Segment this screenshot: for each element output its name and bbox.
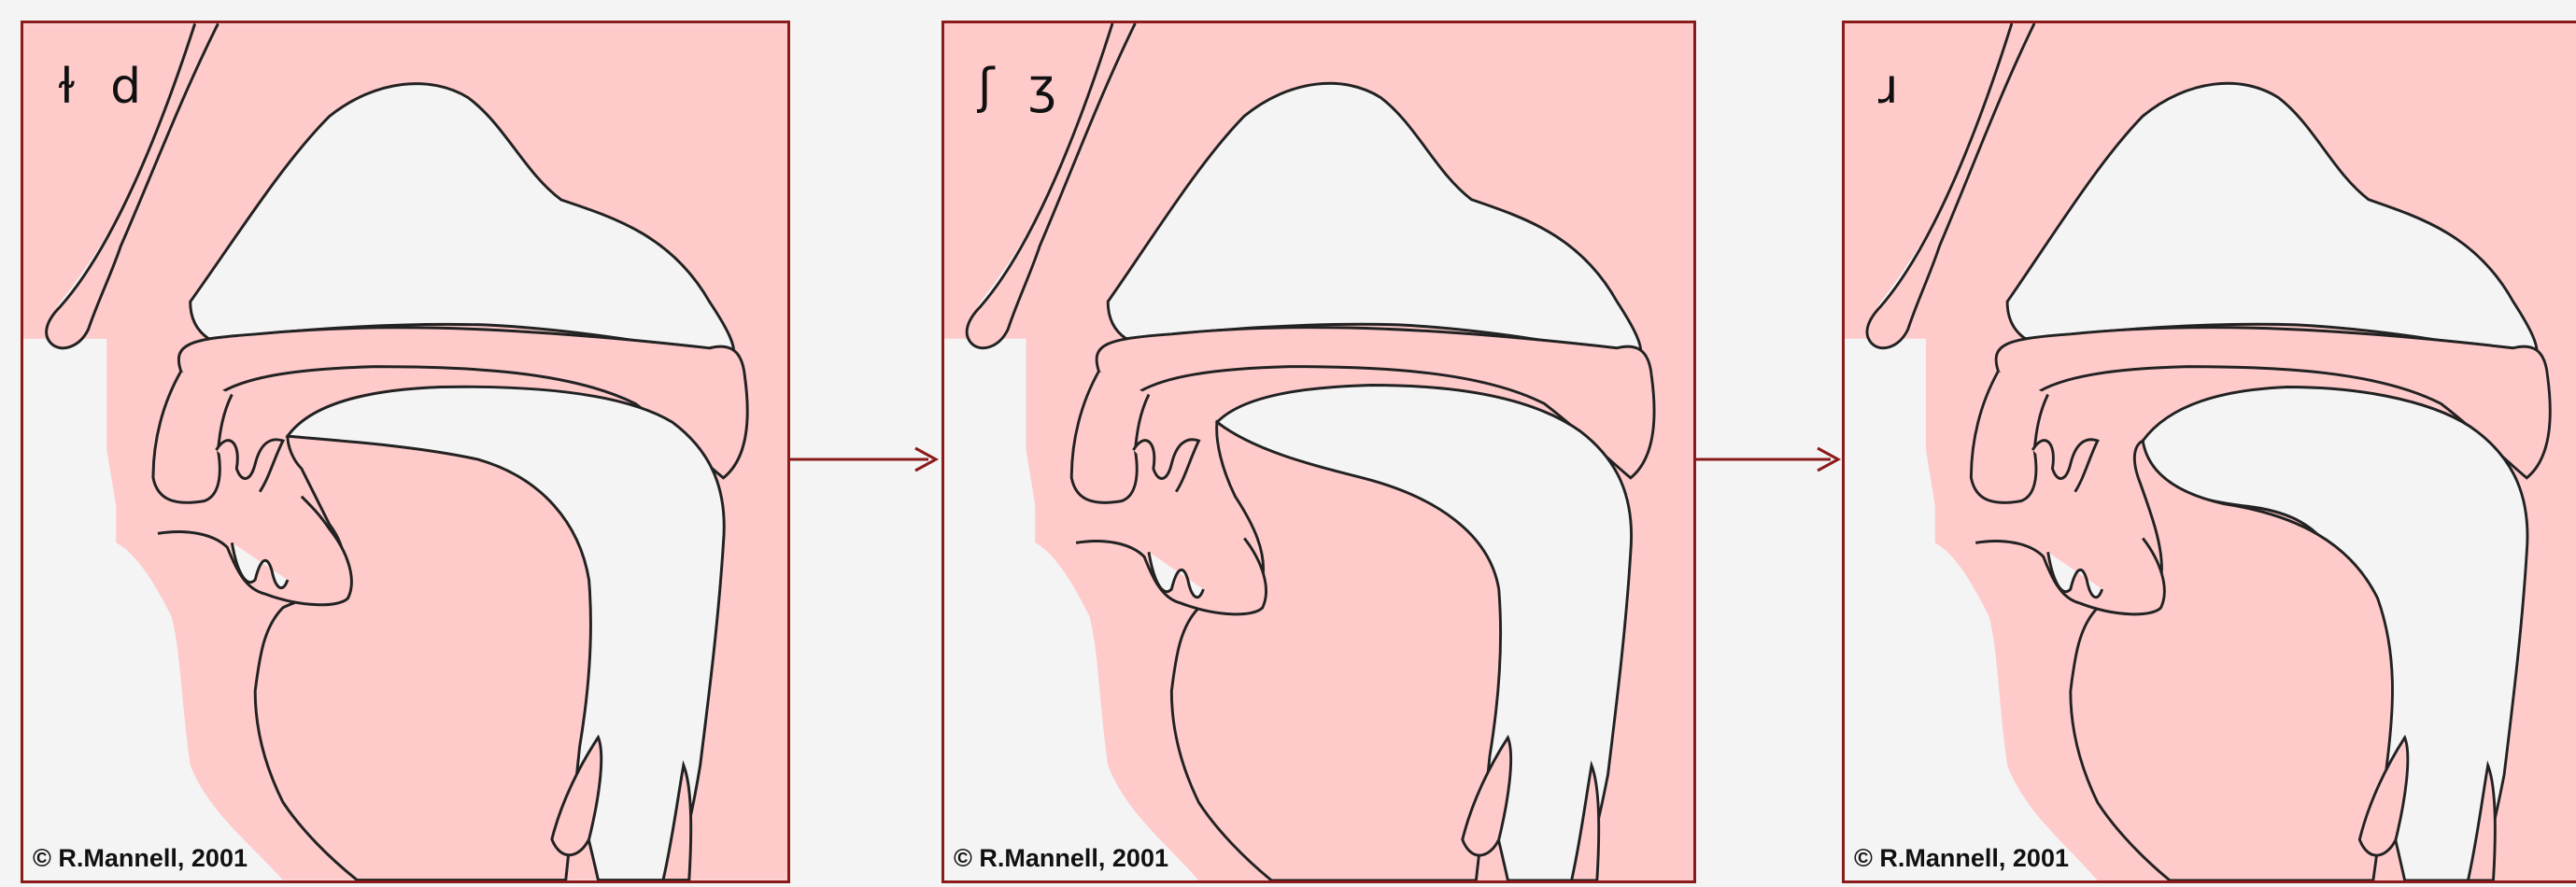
arrow-right-icon bbox=[790, 441, 943, 478]
vocal-tract-diagram-2 bbox=[944, 23, 1693, 880]
phonetic-symbols: ɫ d bbox=[57, 59, 150, 115]
diagram-panel-3: ɹ © R.Mannell, 2001 bbox=[1842, 21, 2576, 883]
vocal-tract-diagram-1 bbox=[23, 23, 787, 880]
phonetic-symbols: ɹ bbox=[1878, 59, 1908, 115]
copyright-notice: © R.Mannell, 2001 bbox=[954, 844, 1168, 873]
phonetic-symbols: ʃ ʒ bbox=[978, 59, 1066, 115]
diagram-panel-1: ɫ d © R.Mannell, 2001 bbox=[21, 21, 790, 883]
copyright-notice: © R.Mannell, 2001 bbox=[33, 844, 248, 873]
vocal-tract-diagram-3 bbox=[1845, 23, 2576, 880]
arrow-right-icon bbox=[1696, 441, 1846, 478]
copyright-notice: © R.Mannell, 2001 bbox=[1854, 844, 2069, 873]
diagram-panel-2: ʃ ʒ © R.Mannell, 2001 bbox=[941, 21, 1696, 883]
